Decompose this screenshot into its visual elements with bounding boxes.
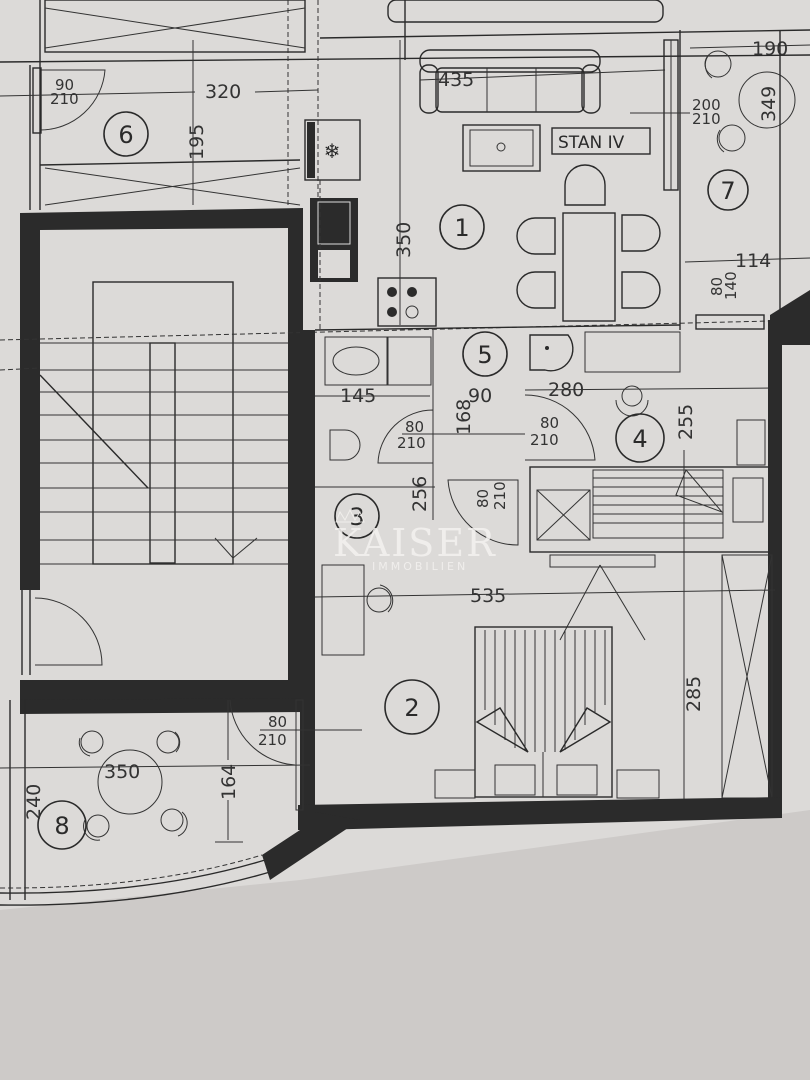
bath-and-hall: 145 80 210 3 256 5 90 168 80 210 <box>300 324 681 810</box>
watermark: KAISER IMMOBILIEN <box>333 508 497 573</box>
terrace-door-width: 80 <box>268 713 287 731</box>
room-number-7: 7 <box>720 177 735 205</box>
stairs-loft <box>592 469 724 539</box>
dim-350-living: 350 <box>393 222 415 258</box>
watermark-brand: KAISER <box>333 521 497 565</box>
apartment-label: STAN IV <box>558 133 625 153</box>
kitchen: ❄ <box>304 119 437 330</box>
room-number-6: 6 <box>118 121 133 149</box>
coffee-table <box>462 124 541 172</box>
dim-280: 280 <box>548 379 584 401</box>
dim-164: 164 <box>218 764 240 800</box>
door-7-height: 210 <box>692 110 721 128</box>
stairwell <box>0 208 810 702</box>
dim-114: 114 <box>735 250 771 272</box>
freezer-icon: ❄ <box>324 139 341 163</box>
stove <box>377 277 437 327</box>
room-number-8: 8 <box>54 812 69 840</box>
hall-door-height: 210 <box>491 481 509 510</box>
hall-door-swing <box>447 479 519 546</box>
paper-fold-shadow <box>0 810 810 1080</box>
desk <box>321 564 365 656</box>
terrace-8: 80 210 350 8 240 164 <box>0 698 362 906</box>
dim-285: 285 <box>683 676 705 712</box>
room-number-5: 5 <box>477 341 492 369</box>
hall-door-width: 80 <box>474 489 492 508</box>
door-6-width: 90 <box>55 76 74 94</box>
dim-535: 535 <box>470 585 506 607</box>
crown-icon <box>335 508 365 523</box>
terrace-door-height: 210 <box>258 731 287 749</box>
balcony-railing <box>0 859 266 894</box>
dining-set <box>516 164 661 322</box>
door-6-height: 210 <box>50 90 79 108</box>
shower-corner <box>529 334 574 372</box>
dim-168: 168 <box>453 399 475 435</box>
watermark-sub: IMMOBILIEN <box>372 560 468 573</box>
room-6-area: 320 195 90 210 6 <box>0 0 810 210</box>
washbasin <box>324 336 388 386</box>
toilet <box>329 429 361 461</box>
dim-190: 190 <box>752 38 788 60</box>
room4-door-width: 80 <box>540 414 559 432</box>
room-number-1: 1 <box>454 214 469 242</box>
room-4: 280 80 210 4 255 <box>524 320 782 800</box>
bedroom-2: 535 <box>298 554 782 830</box>
bath-door-height: 210 <box>397 434 426 452</box>
dim-350-terrace: 350 <box>104 761 140 783</box>
dim-145: 145 <box>340 385 376 407</box>
wardrobe <box>536 489 591 541</box>
apartment-label-box <box>551 127 651 155</box>
dim-90: 90 <box>468 385 492 407</box>
dim-240: 240 <box>23 784 45 820</box>
dim-195: 195 <box>186 124 208 160</box>
door-7-width: 200 <box>692 96 721 114</box>
dim-255: 255 <box>675 404 697 440</box>
room4-door-height: 210 <box>530 431 559 449</box>
dim-256: 256 <box>409 476 431 512</box>
window-width: 80 <box>708 277 726 296</box>
living-room: 435 STAN IV 350 1 <box>319 0 810 330</box>
dim-349: 349 <box>758 86 780 122</box>
bathtub <box>584 331 681 373</box>
window-height: 140 <box>722 271 740 300</box>
room-number-2: 2 <box>404 694 419 722</box>
double-bed <box>434 626 660 799</box>
dim-320: 320 <box>205 81 241 103</box>
room-number-4: 4 <box>632 425 647 453</box>
dim-435: 435 <box>438 69 474 91</box>
balcony-7: 190 200 210 349 7 114 80 140 <box>630 30 810 345</box>
bath-door-width: 80 <box>405 418 424 436</box>
